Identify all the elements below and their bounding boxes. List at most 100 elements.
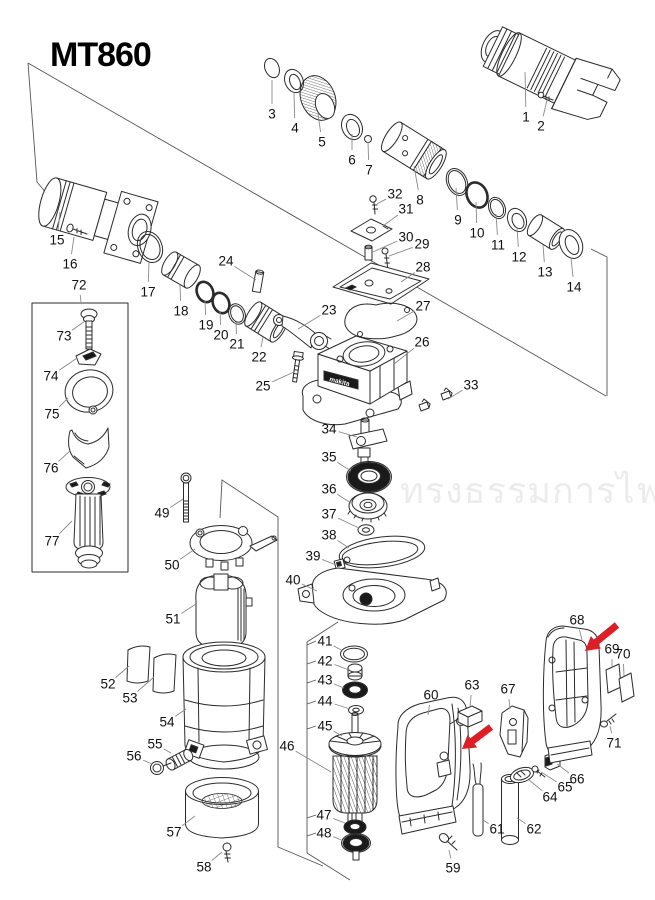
- leader-line: [382, 214, 399, 227]
- part-number-label: 71: [606, 736, 621, 751]
- part-7-ball: [364, 135, 372, 143]
- part-number-label: 76: [43, 461, 58, 476]
- leader-line: [211, 851, 223, 861]
- leader-line: [333, 836, 345, 842]
- leader-line: [396, 310, 415, 322]
- leader-line: [623, 663, 625, 677]
- leader-line: [317, 113, 322, 133]
- part-37-washer: [357, 524, 375, 536]
- part-number-label: 45: [317, 719, 332, 734]
- part-number-label: 3: [268, 107, 276, 122]
- part-number-label: 51: [165, 612, 180, 627]
- part-27-gasket: [344, 302, 418, 340]
- leader-line: [337, 462, 352, 472]
- part-number-label: 22: [251, 350, 266, 365]
- leader-line: [234, 266, 257, 281]
- leader-line: [482, 819, 489, 824]
- part-20-o-ring: [211, 291, 231, 315]
- part-31-plate: [350, 218, 393, 242]
- part-number-label: 50: [164, 558, 179, 573]
- leader-line: [337, 540, 350, 549]
- part-60-handle-housing-left: [395, 696, 471, 835]
- leader-line: [495, 213, 498, 236]
- part-35-bearing: [346, 461, 392, 493]
- part-number-label: 6: [348, 153, 356, 168]
- part-number-label: 54: [159, 715, 175, 730]
- part-number-label: 47: [316, 808, 331, 823]
- part-65-screw: [531, 765, 546, 778]
- leader-line: [58, 450, 71, 462]
- part-63-connector: [449, 705, 483, 728]
- part-75-band: [64, 369, 114, 415]
- leader-line: [301, 583, 318, 592]
- part-number-label: 53: [122, 691, 137, 706]
- part-28-crank-cap: [332, 262, 430, 305]
- part-number-label: 58: [196, 860, 211, 875]
- leader-line: [372, 240, 398, 253]
- part-number-label: 2: [537, 119, 545, 134]
- leader-line: [175, 708, 187, 717]
- leader-line: [179, 284, 182, 302]
- part-51-field-stator: [195, 573, 253, 648]
- part-number-label: 11: [491, 238, 505, 253]
- part-number-label: 63: [464, 678, 479, 693]
- part-8-tool-holder: [380, 121, 447, 180]
- leader-line: [337, 494, 352, 504]
- part-number-label: 7: [365, 163, 373, 178]
- leader-line: [334, 703, 351, 710]
- leader-line: [58, 357, 78, 371]
- part-number-label: 16: [62, 257, 77, 272]
- part-41-o-ring: [340, 645, 368, 663]
- part-48-bearing: [341, 833, 371, 861]
- leader-line: [540, 771, 557, 783]
- part-34-crankshaft: [348, 417, 388, 468]
- part-77-grip: [65, 477, 111, 569]
- leader-line: [204, 300, 207, 316]
- part-10-o-ring: [465, 181, 489, 209]
- leader-line: [142, 759, 153, 765]
- part-number-label: 4: [291, 121, 299, 136]
- part-38-gasket-ring: [338, 535, 426, 569]
- part-number-label: 21: [229, 337, 244, 352]
- part-number-label: 72: [71, 278, 86, 293]
- leader-line: [71, 320, 86, 331]
- part-number-label: 59: [445, 861, 460, 876]
- part-number-label: 5: [318, 135, 326, 150]
- leader-line: [115, 665, 130, 678]
- leader-line: [181, 603, 197, 614]
- leader-line: [338, 431, 358, 438]
- part-32-screw: [369, 195, 378, 215]
- part-number-label: 49: [154, 506, 169, 521]
- part-number-label: 55: [147, 737, 162, 752]
- part-21-ring: [228, 303, 246, 325]
- part-number-label: 44: [317, 694, 333, 709]
- leader-line: [260, 336, 264, 348]
- assembly-leader-lines: [27, 62, 608, 881]
- part-43-bearing: [342, 681, 368, 699]
- part-22-piston: [244, 301, 288, 343]
- leader-line: [393, 347, 415, 365]
- brand-logo: makita: [329, 376, 351, 388]
- leader-line: [469, 694, 472, 708]
- part-74-clamp-plate: [75, 348, 102, 366]
- leader-line: [58, 520, 73, 535]
- model-title: MT860: [50, 36, 152, 74]
- leader-line: [235, 321, 237, 335]
- leader-line: [297, 314, 321, 330]
- part-50-brush-holder-base: [189, 525, 278, 571]
- red-arrow-upper: [585, 622, 620, 651]
- part-number-label: 36: [321, 482, 336, 497]
- part-number-label: 66: [569, 772, 584, 787]
- part-number-label: 35: [321, 450, 336, 465]
- leader-line: [475, 201, 478, 224]
- part-number-label: 30: [398, 230, 413, 245]
- part-58-screw: [222, 842, 232, 863]
- part-number-label: 14: [566, 280, 582, 295]
- leader-line: [448, 849, 452, 859]
- part-number-label: 1: [522, 110, 530, 125]
- leader-line: [137, 676, 155, 692]
- part-12-ring: [506, 207, 528, 233]
- part-number-label: 26: [414, 335, 429, 350]
- part-number-label: 65: [557, 780, 572, 795]
